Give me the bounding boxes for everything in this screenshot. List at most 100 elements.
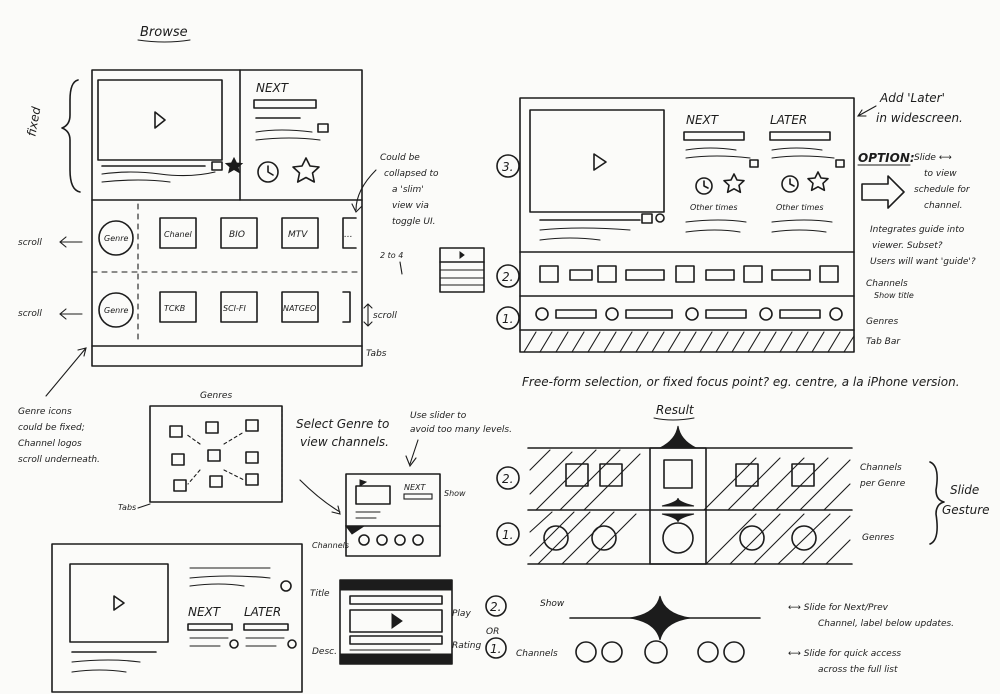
svg-text:Channels: Channels xyxy=(860,463,902,473)
svg-text:SCI-FI: SCI-FI xyxy=(223,304,247,313)
svg-text:Title: Title xyxy=(310,589,330,599)
svg-text:Gesture: Gesture xyxy=(942,503,990,517)
svg-text:Tabs: Tabs xyxy=(118,503,136,512)
svg-text:2.: 2. xyxy=(490,600,501,614)
clock-icon[interactable] xyxy=(257,161,279,183)
svg-text:collapsed to: collapsed to xyxy=(384,169,439,179)
option-label: OPTION: xyxy=(858,151,915,165)
next-label: NEXT xyxy=(256,81,290,95)
svg-text:Rating: Rating xyxy=(452,641,482,651)
svg-text:Channels: Channels xyxy=(312,541,349,550)
svg-text:Other times: Other times xyxy=(776,203,824,212)
slim-view-mini xyxy=(439,247,485,293)
svg-text:view channels.: view channels. xyxy=(300,435,389,449)
star-icon[interactable] xyxy=(292,157,320,183)
svg-text:channel.: channel. xyxy=(924,201,962,211)
video-player[interactable] xyxy=(97,79,223,161)
svg-text:across the full list: across the full list xyxy=(818,665,898,675)
channel-tile-2[interactable] xyxy=(220,217,258,249)
star-filled-icon[interactable] xyxy=(224,156,244,174)
result-title: Result xyxy=(656,403,695,417)
clock-icon-3[interactable] xyxy=(781,175,799,193)
browse-device xyxy=(91,69,363,367)
svg-text:OR: OR xyxy=(486,627,499,637)
svg-text:⟷ Slide for Next/Prev: ⟷ Slide for Next/Prev xyxy=(788,603,889,613)
genres-title: Genres xyxy=(200,391,232,401)
svg-text:Add 'Later': Add 'Later' xyxy=(879,91,945,105)
browse-title: Browse xyxy=(140,25,188,40)
arrow-right-icon xyxy=(861,175,905,209)
svg-text:LATER: LATER xyxy=(244,605,281,619)
svg-text:toggle UI.: toggle UI. xyxy=(392,217,435,227)
svg-text:Other times: Other times xyxy=(690,203,738,212)
svg-text:Genre: Genre xyxy=(104,306,128,315)
star-icon-3[interactable] xyxy=(807,171,829,192)
selected-channel[interactable] xyxy=(644,640,668,664)
svg-text:2 to 4: 2 to 4 xyxy=(380,251,403,260)
channel-tile-5[interactable] xyxy=(220,291,258,323)
svg-text:per Genre: per Genre xyxy=(859,479,906,489)
svg-text:avoid too many levels.: avoid too many levels. xyxy=(410,425,512,435)
svg-text:Genre: Genre xyxy=(104,234,128,243)
widescreen-device xyxy=(519,97,855,353)
scroll-label-2: scroll xyxy=(18,309,42,319)
svg-text:Genres: Genres xyxy=(866,317,898,327)
svg-text:view via: view via xyxy=(392,201,429,211)
svg-text:⟷ Slide for quick access: ⟷ Slide for quick access xyxy=(788,649,901,659)
svg-text:Genres: Genres xyxy=(862,533,894,543)
widescreen-video[interactable] xyxy=(529,109,665,213)
svg-text:viewer. Subset?: viewer. Subset? xyxy=(872,241,943,251)
bottom-sketch: NEXT LATER Title Desc. Play Rating 2. OR… xyxy=(51,543,954,693)
play-icon-2[interactable] xyxy=(593,153,607,171)
svg-text:in widescreen.: in widescreen. xyxy=(876,111,963,125)
freeform-note: Free-form selection, or fixed focus poin… xyxy=(522,375,960,389)
svg-text:Show: Show xyxy=(540,599,565,609)
play-icon[interactable] xyxy=(154,111,166,129)
svg-text:Genre icons: Genre icons xyxy=(18,407,72,417)
svg-text:NEXT: NEXT xyxy=(188,605,222,619)
tab-bar-hatch xyxy=(523,331,855,353)
scroll-label-1: scroll xyxy=(18,238,42,248)
svg-text:Desc.: Desc. xyxy=(312,647,337,657)
scroll-label-3: scroll xyxy=(373,311,397,321)
svg-text:to view: to view xyxy=(924,169,957,179)
svg-text:Chanel: Chanel xyxy=(164,230,193,239)
channel-tile-6[interactable] xyxy=(281,291,319,323)
star-icon-2[interactable] xyxy=(723,173,745,194)
bottom-device xyxy=(51,543,303,693)
svg-text:Show: Show xyxy=(444,489,466,498)
fixed-label: fixed xyxy=(24,105,43,137)
browse-sketch: Browse fixed NEXT Genre Chane xyxy=(18,25,485,465)
svg-text:a 'slim': a 'slim' xyxy=(392,185,424,195)
svg-text:Slide ⟷: Slide ⟷ xyxy=(914,153,952,163)
channel-tile-1[interactable] xyxy=(159,217,197,249)
svg-text:schedule for: schedule for xyxy=(914,185,971,195)
channel-tile-3[interactable] xyxy=(281,217,319,249)
focus-marker-top xyxy=(659,425,697,449)
svg-text:Channels: Channels xyxy=(516,649,558,659)
wide-later-label: LATER xyxy=(770,113,807,127)
svg-text:1.: 1. xyxy=(502,312,513,326)
svg-text:Select Genre to: Select Genre to xyxy=(296,417,389,431)
genre-circle-2[interactable] xyxy=(98,292,134,328)
svg-text:Could be: Could be xyxy=(380,153,420,163)
svg-text:BIO: BIO xyxy=(229,230,245,240)
svg-text:scroll underneath.: scroll underneath. xyxy=(18,455,100,465)
wide-next-label: NEXT xyxy=(686,113,720,127)
widescreen-sketch: NEXT LATER Other times Other times xyxy=(496,91,976,389)
svg-text:Tab Bar: Tab Bar xyxy=(866,337,901,347)
svg-text:NEXT: NEXT xyxy=(404,483,427,492)
svg-text:Integrates guide into: Integrates guide into xyxy=(870,225,965,235)
svg-text:3.: 3. xyxy=(502,160,513,174)
svg-text:2.: 2. xyxy=(502,270,513,284)
clock-icon-2[interactable] xyxy=(695,177,713,195)
svg-text:TCKB: TCKB xyxy=(164,304,185,313)
channel-tile-4[interactable] xyxy=(159,291,197,323)
tabs-label-1: Tabs xyxy=(366,349,387,359)
svg-text:Channel, label below updates.: Channel, label below updates. xyxy=(818,619,954,629)
genre-circle-1[interactable] xyxy=(98,220,134,256)
genres-sketch: Genres Tabs Select Genre to view channel… xyxy=(118,391,512,557)
svg-text:...: ... xyxy=(344,230,353,240)
slider-handle[interactable] xyxy=(629,595,691,641)
svg-text:NATGEO: NATGEO xyxy=(283,304,316,313)
